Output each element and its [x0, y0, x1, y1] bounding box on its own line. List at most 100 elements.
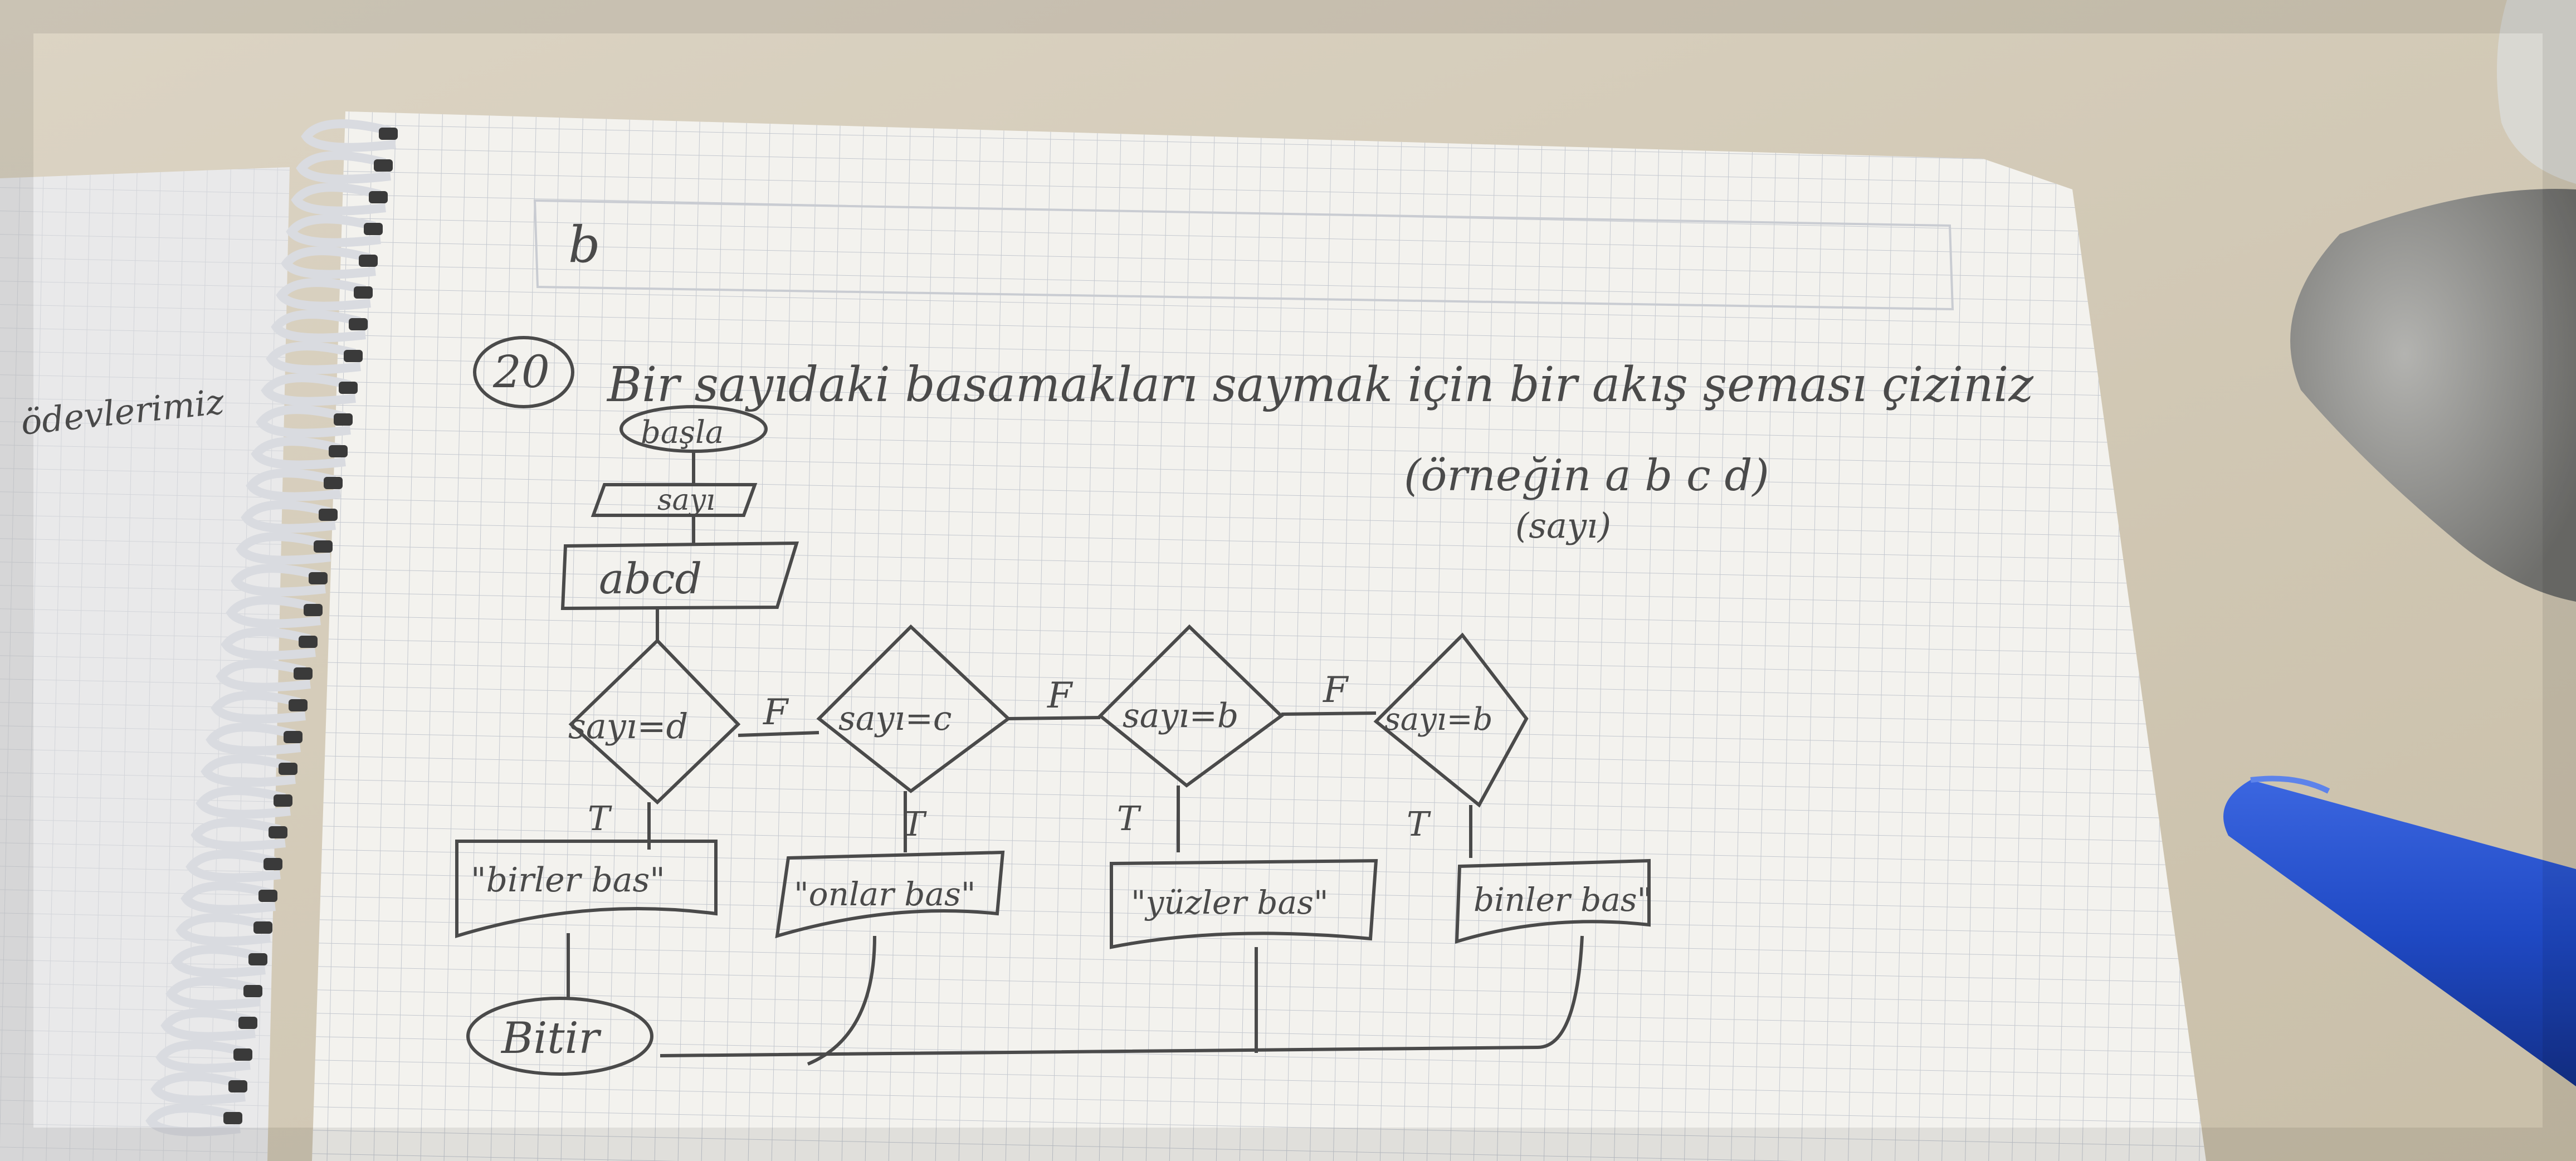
output-1-label: "birler bas": [471, 861, 665, 900]
spiral-ring: [160, 1008, 256, 1041]
example-text: (örneğin a b c d): [1404, 451, 1769, 501]
decision-3: [1097, 624, 1284, 788]
decision-1: [568, 638, 741, 805]
spiral-ring: [145, 1104, 241, 1136]
output-3-label: "yüzler bas": [1131, 884, 1329, 921]
spiral-hole: [314, 540, 333, 553]
spiral-hole: [374, 159, 393, 172]
decision-2: [816, 624, 1011, 793]
spiral-hole: [223, 1112, 242, 1124]
input-label: sayı: [657, 484, 715, 517]
decision-3-label: sayı=b: [1123, 696, 1238, 735]
spiral-hole: [344, 350, 363, 362]
spiral-hole: [364, 223, 383, 235]
decision-2-label: sayı=c: [838, 699, 952, 738]
spiral-hole: [349, 318, 368, 330]
spiral-hole: [304, 604, 323, 616]
spiral-hole: [253, 921, 272, 934]
spiral-ring: [246, 469, 341, 501]
spiral-hole: [379, 128, 398, 140]
problem-number-circle: [473, 336, 574, 408]
spiral-hole: [319, 509, 338, 521]
spiral-ring: [301, 119, 396, 152]
decision-4: [1373, 632, 1529, 808]
spiral-ring: [216, 659, 311, 692]
end-label: Bitir: [500, 1013, 602, 1064]
spiral-hole: [264, 858, 282, 870]
decision-2-no: F: [1047, 675, 1074, 716]
spiral-hole: [309, 572, 328, 584]
spiral-hole: [359, 255, 378, 267]
spiral-ring: [191, 818, 286, 851]
spiral-ring: [186, 850, 281, 882]
spiral-hole: [248, 953, 267, 965]
spiral-ring: [150, 1072, 246, 1105]
spiral-ring: [226, 596, 321, 628]
spiral-ring: [170, 945, 266, 978]
spiral-hole: [228, 1080, 247, 1092]
spiral-ring: [236, 532, 331, 565]
spiral-hole: [324, 477, 343, 489]
process-label: abcd: [599, 554, 702, 603]
example-sub-text: (sayı): [1515, 505, 1611, 546]
spiral-hole: [289, 699, 308, 711]
spiral-hole: [279, 763, 297, 775]
spiral-ring: [206, 723, 301, 755]
spiral-ring: [221, 627, 316, 660]
glove: [2290, 0, 2576, 602]
spiral-hole: [294, 667, 313, 680]
decision-3-yes: T: [1117, 799, 1141, 838]
decision-2-yes: T: [902, 805, 927, 844]
spiral-hole: [243, 985, 262, 997]
spiral-hole: [339, 382, 358, 394]
flowchart: [455, 405, 1651, 1076]
spiral-ring: [175, 913, 271, 946]
spiral-ring: [241, 500, 336, 533]
spiral-ring: [211, 691, 306, 724]
decision-4-label: sayı=b: [1384, 701, 1492, 738]
notebook-page: b: [312, 111, 2206, 1161]
decision-1-label: sayı=d: [568, 706, 688, 747]
spiral-ring: [281, 246, 376, 279]
spiral-hole: [329, 445, 348, 457]
spiral-hole: [258, 890, 277, 902]
spiral-ring: [271, 310, 366, 343]
spiral-ring: [180, 881, 276, 914]
flowchart-labels: başla sayı abcd sayı=d sayı=c sayı=b say…: [471, 414, 1652, 1064]
spiral-ring: [296, 151, 391, 184]
decision-3-no: F: [1323, 670, 1349, 711]
spiral-hole: [354, 286, 373, 299]
problem-heading: 20 Bir sayıdaki basamakları saymak için …: [473, 336, 2034, 546]
input-box: [591, 483, 758, 517]
output-2: [775, 850, 1005, 939]
spiral-ring: [261, 373, 356, 406]
problem-heading-text: Bir sayıdaki basamakları saymak için bir…: [606, 357, 2034, 413]
spiral-ring: [276, 278, 371, 311]
process-box: [560, 541, 799, 611]
spiral-hole: [299, 636, 318, 648]
blue-marker: [2223, 775, 2576, 1086]
output-4: [1455, 858, 1651, 944]
spiral-ring: [256, 405, 351, 438]
spiral-hole: [269, 826, 287, 838]
output-1: [455, 840, 718, 939]
spiral-ring: [231, 564, 326, 597]
spiral-ring: [291, 183, 386, 216]
corner-mark: b: [568, 216, 601, 274]
spiral-ring: [165, 977, 261, 1009]
output-3: [1110, 858, 1378, 949]
decision-1-no: F: [763, 692, 789, 733]
header-band: [533, 199, 1954, 311]
spiral-ring: [266, 342, 361, 374]
output-2-label: "onlar bas": [794, 875, 975, 913]
spiral-ring: [286, 214, 381, 247]
spiral-hole: [369, 191, 388, 203]
spiral-hole: [334, 413, 353, 426]
spiral-ring: [201, 754, 296, 787]
problem-number: 20: [492, 346, 550, 398]
decision-4-yes: T: [1407, 805, 1431, 844]
spiral-ring: [196, 786, 291, 819]
spiral-ring: [251, 437, 346, 470]
